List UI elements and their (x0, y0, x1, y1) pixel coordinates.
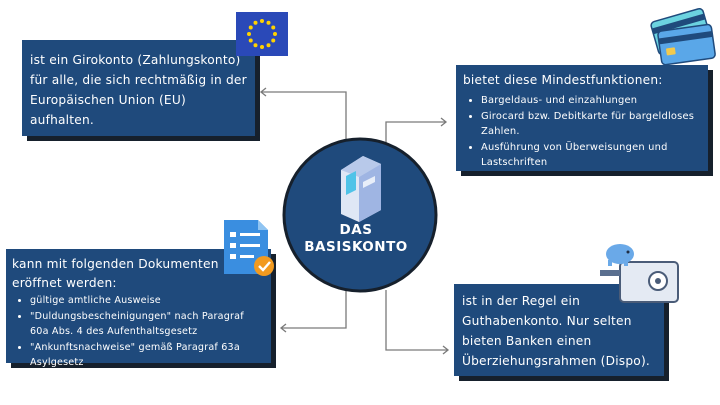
eu-flag-icon (236, 12, 288, 56)
dokumente-list: gültige amtliche Ausweise "Duldungsbesch… (12, 293, 265, 371)
piggy-bank-safe-icon (600, 244, 679, 303)
bank-cards-icon (650, 8, 716, 66)
eu-star (260, 45, 264, 49)
eu-star (253, 43, 258, 48)
eu-star (248, 25, 253, 30)
eu-star (271, 38, 276, 43)
mindestfunktionen-list: Bargeldaus- und einzahlungen Girocard bz… (463, 93, 702, 171)
arrowhead-top-left (259, 87, 267, 97)
card-guthabenkonto-text: ist in der Regel ein Guthabenkonto. Nur … (462, 294, 650, 368)
eu-star (266, 43, 271, 48)
eu-star (260, 19, 264, 23)
center-title: DAS BASISKONTO (286, 222, 426, 256)
eu-star (271, 25, 276, 30)
center-title-line2: BASISKONTO (304, 239, 408, 255)
arrowhead-bottom-right (442, 345, 450, 355)
arrowhead-bottom-left (279, 323, 287, 333)
connector-bottom-left (282, 290, 347, 329)
eu-star (266, 20, 271, 25)
card-dokumente-intro: kann mit folgenden Dokumenten eröffnet w… (12, 257, 219, 290)
list-item: Girocard bzw. Debitkarte für bargeldlose… (481, 109, 702, 140)
list-item: "Duldungsbescheinigungen" nach Paragraf … (30, 309, 265, 340)
eu-star (247, 32, 251, 36)
center-title-line1: DAS (339, 222, 373, 238)
eu-star (248, 38, 253, 43)
document-checklist-icon (224, 220, 274, 276)
list-item: gültige amtliche Ausweise (30, 293, 265, 309)
arrowhead-top-right (440, 117, 448, 127)
card-guthabenkonto: ist in der Regel ein Guthabenkonto. Nur … (454, 284, 664, 376)
eu-star (253, 20, 258, 25)
list-item: Bargeldaus- und einzahlungen (481, 93, 702, 109)
card-mindestfunktionen-intro: bietet diese Mindestfunktionen: (463, 73, 663, 87)
card-mindestfunktionen: bietet diese Mindestfunktionen: Bargelda… (456, 65, 708, 171)
list-item: "Ankunftsnachweise" gemäß Paragraf 63a A… (30, 340, 265, 371)
connector-bottom-right (385, 290, 447, 351)
card-girokonto-text: ist ein Girokonto (Zahlungskonto) für al… (30, 53, 247, 127)
card-girokonto: ist ein Girokonto (Zahlungskonto) für al… (22, 40, 255, 136)
eu-star (273, 32, 277, 36)
list-item: Ausführung von Überweisungen und Lastsch… (481, 140, 702, 171)
connector-top-left (262, 91, 347, 150)
atm-icon (341, 156, 381, 222)
